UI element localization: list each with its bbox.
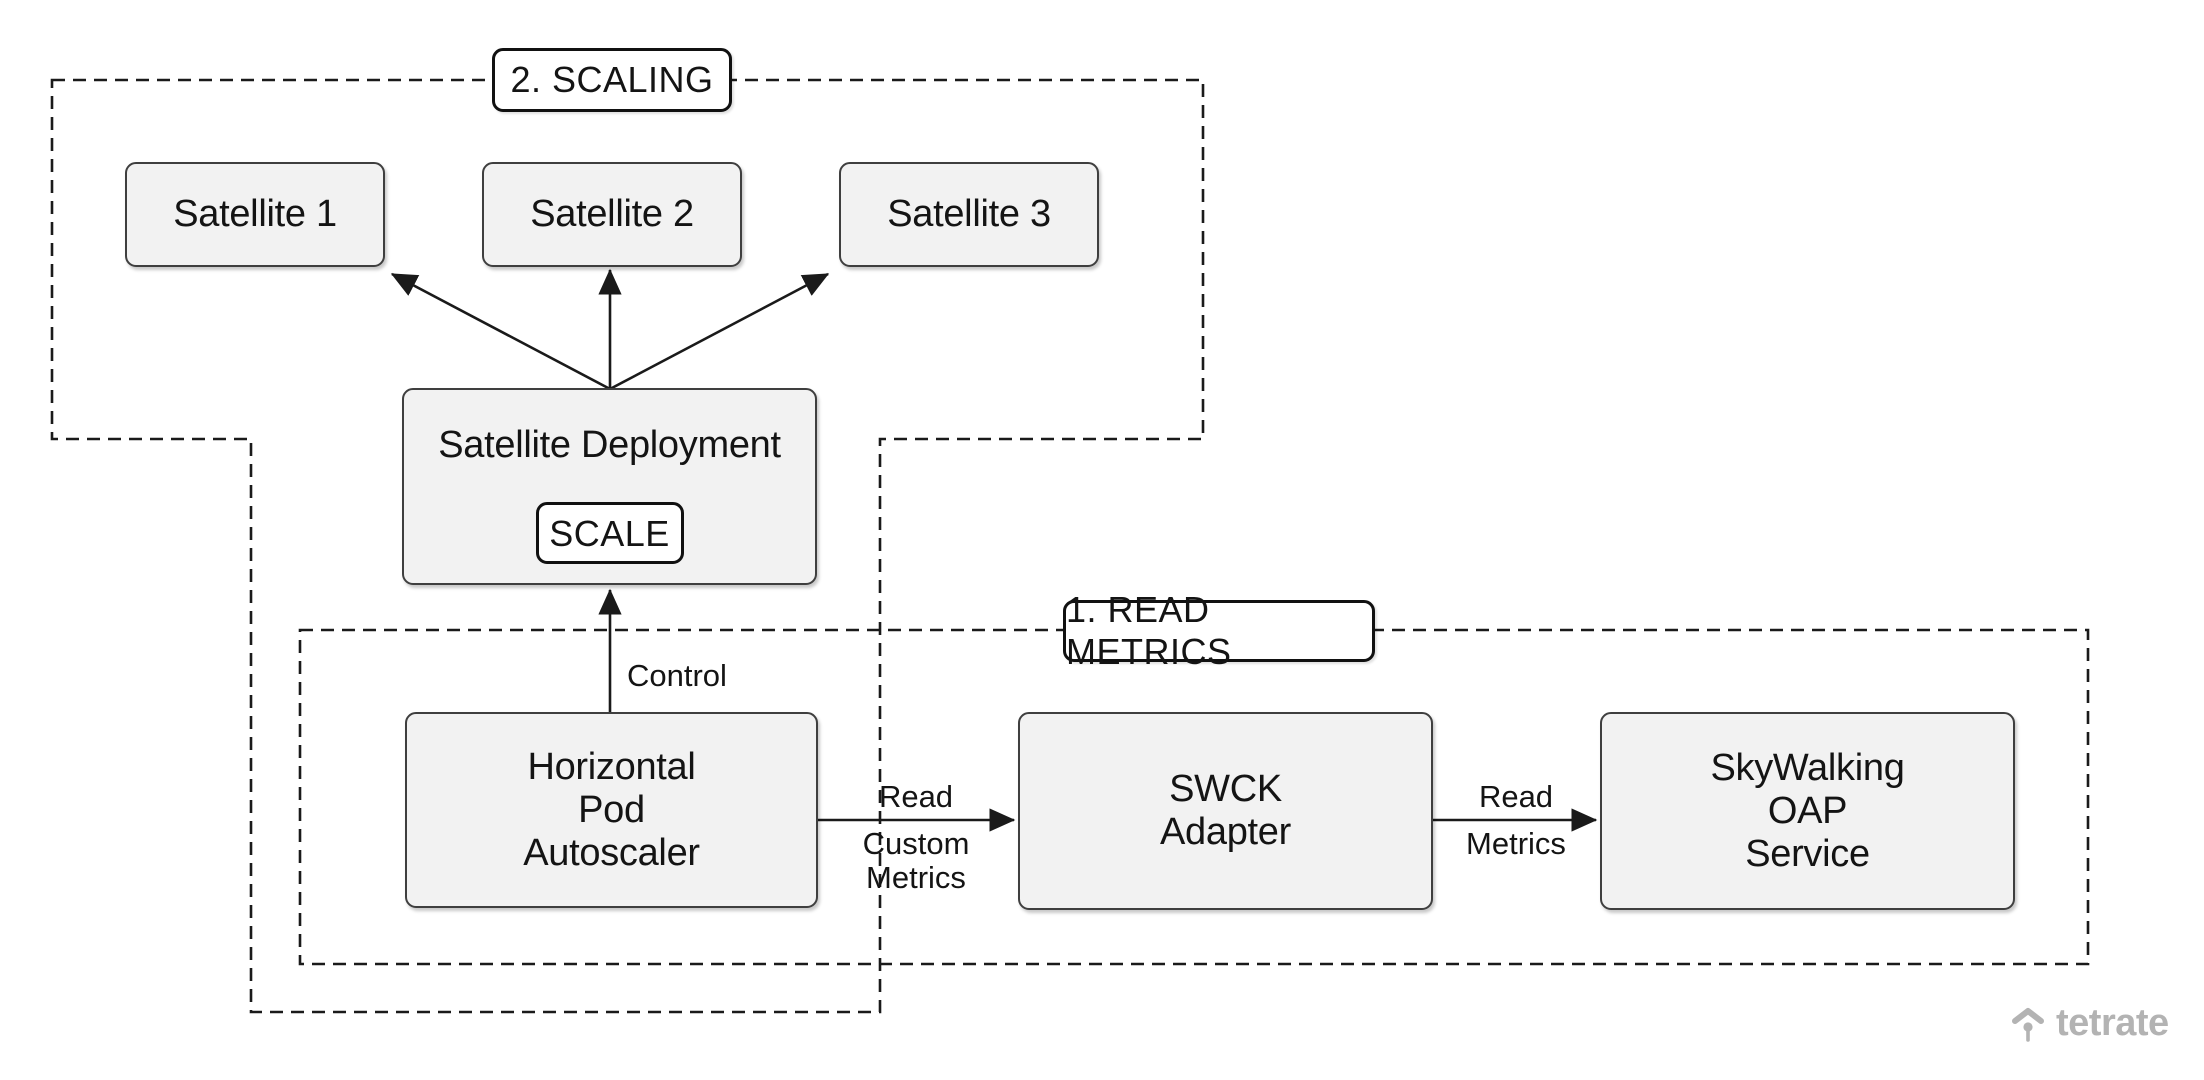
node-satellite-deployment: Satellite Deployment SCALE	[402, 388, 817, 585]
node-horizontal-pod-autoscaler: Horizontal Pod Autoscaler	[405, 712, 818, 908]
scaling-region-label: 2. SCALING	[492, 48, 732, 112]
node-swck-adapter: SWCK Adapter	[1018, 712, 1433, 910]
tetrate-logo: tetrate	[2008, 1002, 2169, 1045]
edge-label-read-custom-below: Custom Metrics	[862, 826, 970, 895]
edge-label-read-custom-above: Read	[878, 779, 954, 814]
node-satellite-2-label: Satellite 2	[530, 193, 694, 235]
node-swck-adapter-label: SWCK Adapter	[1160, 768, 1291, 853]
node-satellite-deployment-label: Satellite Deployment	[438, 424, 781, 466]
read-metrics-region-label-text: 1. READ METRICS	[1066, 589, 1232, 672]
edge-label-read-metrics-above: Read	[1478, 779, 1554, 814]
scaling-region-label-text: 2. SCALING	[510, 59, 714, 100]
tetrate-logo-wordmark: tetrate	[2056, 1002, 2169, 1044]
node-skywalking-oap-label: SkyWalking OAP Service	[1710, 746, 1905, 875]
read-metrics-region-label: 1. READ METRICS	[1063, 589, 1375, 672]
node-satellite-1-label: Satellite 1	[173, 193, 337, 235]
node-satellite-3: Satellite 3	[839, 162, 1099, 267]
edge-label-read-metrics-below: Metrics	[1466, 826, 1566, 861]
scale-button-label: SCALE	[549, 512, 670, 554]
node-hpa-label: Horizontal Pod Autoscaler	[523, 745, 700, 874]
node-satellite-1: Satellite 1	[125, 162, 385, 267]
edge-label-control: Control	[627, 658, 727, 693]
node-skywalking-oap-service: SkyWalking OAP Service	[1600, 712, 2015, 910]
scale-button: SCALE	[535, 502, 684, 564]
arrow-deployment-to-satellite3	[609, 272, 830, 391]
tetrate-logo-icon	[2012, 1007, 2044, 1042]
node-satellite-3-label: Satellite 3	[887, 193, 1051, 235]
node-satellite-2: Satellite 2	[482, 162, 742, 267]
arrow-deployment-to-satellite1	[390, 272, 611, 391]
scaling-region-border	[50, 78, 1205, 1014]
